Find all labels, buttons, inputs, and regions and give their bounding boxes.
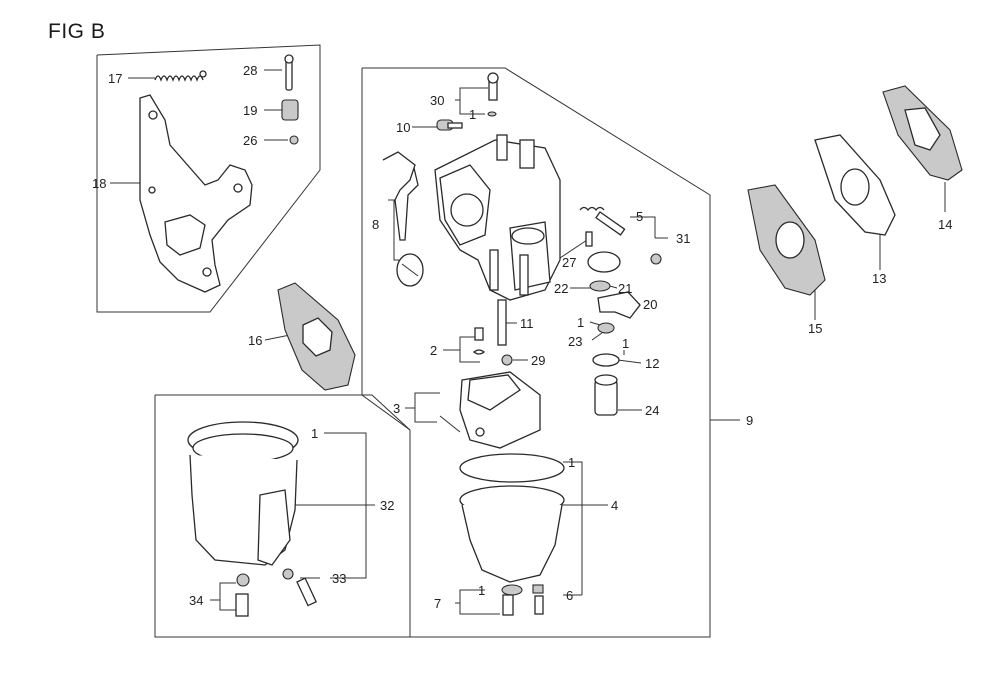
callout-4: 4 [611, 498, 619, 513]
intake-gaskets-parts [747, 85, 963, 296]
bracket-group-outline [96, 44, 321, 313]
callout-8: 8 [372, 217, 380, 232]
choke-lever-part [382, 151, 424, 287]
left-float-chamber-part [187, 421, 318, 617]
callout-13: 13 [872, 271, 887, 286]
throttle-stop-screw-part [436, 72, 499, 131]
leader-lines [110, 69, 946, 615]
callout-31: 31 [676, 231, 691, 246]
callout-3: 3 [393, 401, 401, 416]
carburetor-group-outline [361, 67, 711, 638]
pilot-screw-parts [579, 206, 662, 265]
callout-34: 34 [189, 593, 204, 608]
callout-1-bowl: 1 [568, 455, 576, 470]
small-fasteners-top [281, 54, 299, 145]
callout-33: 33 [332, 571, 347, 586]
callout-32: 32 [380, 498, 395, 513]
callout-1-valve: 1 [577, 315, 585, 330]
callout-1-drain: 1 [478, 583, 486, 598]
callout-27: 27 [562, 255, 577, 270]
insulator-gasket-part [277, 282, 356, 391]
callout-17: 17 [108, 71, 123, 86]
callout-19: 19 [243, 103, 258, 118]
callout-15: 15 [808, 321, 823, 336]
callout-28: 28 [243, 63, 258, 78]
callout-11: 11 [520, 316, 534, 331]
callout-23: 23 [568, 334, 583, 349]
callout-20: 20 [643, 297, 658, 312]
callout-29: 29 [531, 353, 546, 368]
float-part [439, 371, 541, 449]
callout-24: 24 [645, 403, 660, 418]
callout-5: 5 [636, 209, 644, 224]
callout-10: 10 [396, 120, 411, 135]
callout-2: 2 [430, 343, 438, 358]
governor-spring-part [154, 70, 207, 82]
callout-16: 16 [248, 333, 263, 348]
callout-21: 21 [618, 281, 633, 296]
float-chamber-group-outline [154, 394, 411, 638]
callout-1-screw: 1 [469, 107, 477, 122]
callout-9: 9 [746, 413, 754, 428]
bracket-plate-part [139, 94, 253, 293]
callout-14: 14 [938, 217, 953, 232]
callout-26: 26 [243, 133, 258, 148]
callout-22: 22 [554, 281, 569, 296]
figure-title: FIG B [48, 20, 106, 43]
jet-parts [472, 299, 513, 366]
float-valve-parts [587, 251, 641, 416]
float-chamber-bowl-part [459, 453, 565, 616]
callout-30: 30 [430, 93, 445, 108]
callout-6: 6 [566, 588, 574, 603]
callout-1-ring: 1 [622, 336, 630, 351]
callout-7: 7 [434, 596, 442, 611]
callout-1-left-bowl: 1 [311, 426, 319, 441]
callout-18: 18 [92, 176, 107, 191]
carburetor-body-part [434, 134, 561, 301]
callout-12: 12 [645, 356, 660, 371]
